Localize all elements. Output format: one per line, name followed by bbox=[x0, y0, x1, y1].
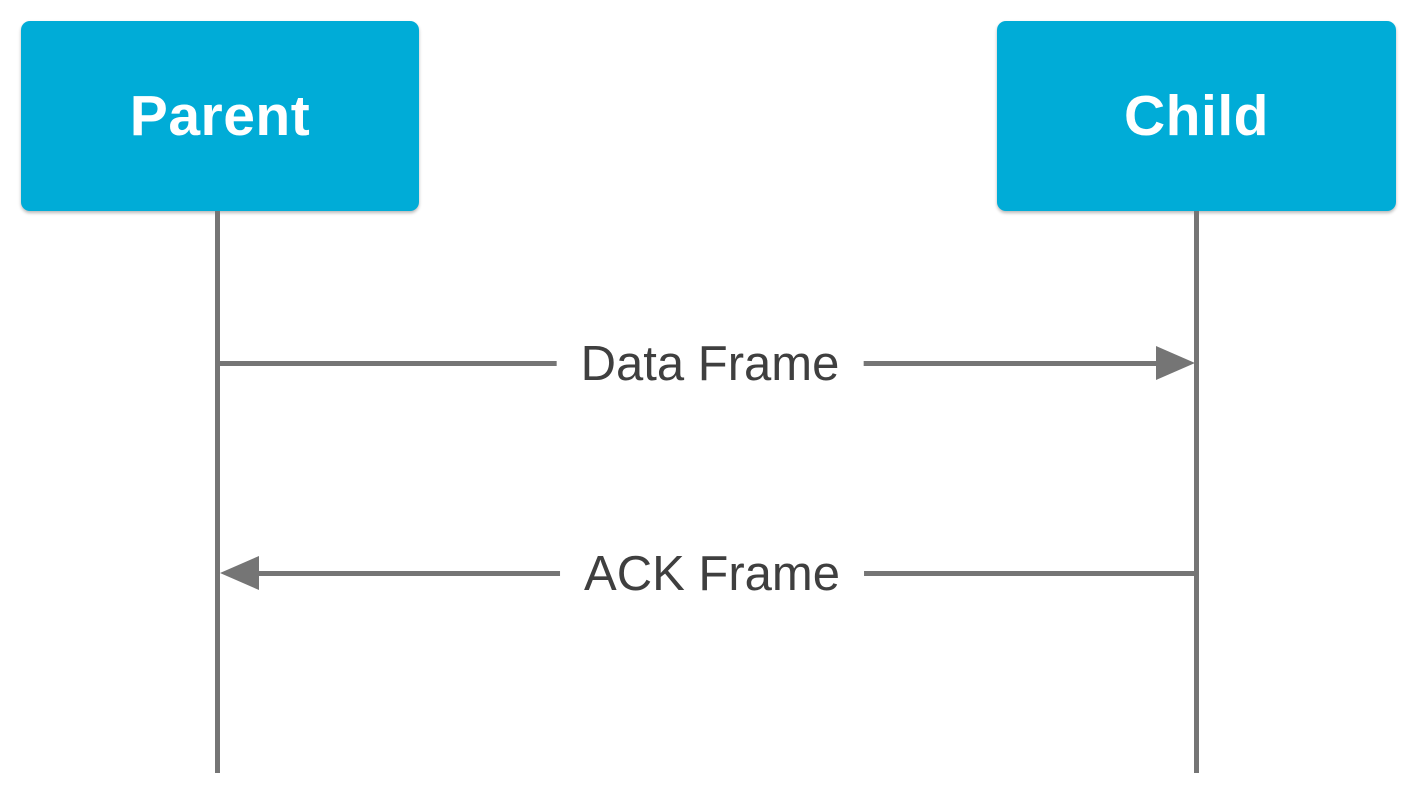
actor-label-child: Child bbox=[1124, 84, 1269, 148]
actor-box-child[interactable]: Child bbox=[997, 21, 1396, 211]
message-label-data-frame: Data Frame bbox=[556, 336, 864, 392]
lifeline-parent bbox=[215, 211, 220, 773]
lifeline-child bbox=[1194, 211, 1199, 773]
message-label-ack-frame: ACK Frame bbox=[560, 546, 864, 602]
arrowhead-left-icon bbox=[220, 556, 259, 590]
actor-box-parent[interactable]: Parent bbox=[21, 21, 419, 211]
arrowhead-right-icon bbox=[1156, 346, 1195, 380]
actor-label-parent: Parent bbox=[129, 84, 311, 148]
